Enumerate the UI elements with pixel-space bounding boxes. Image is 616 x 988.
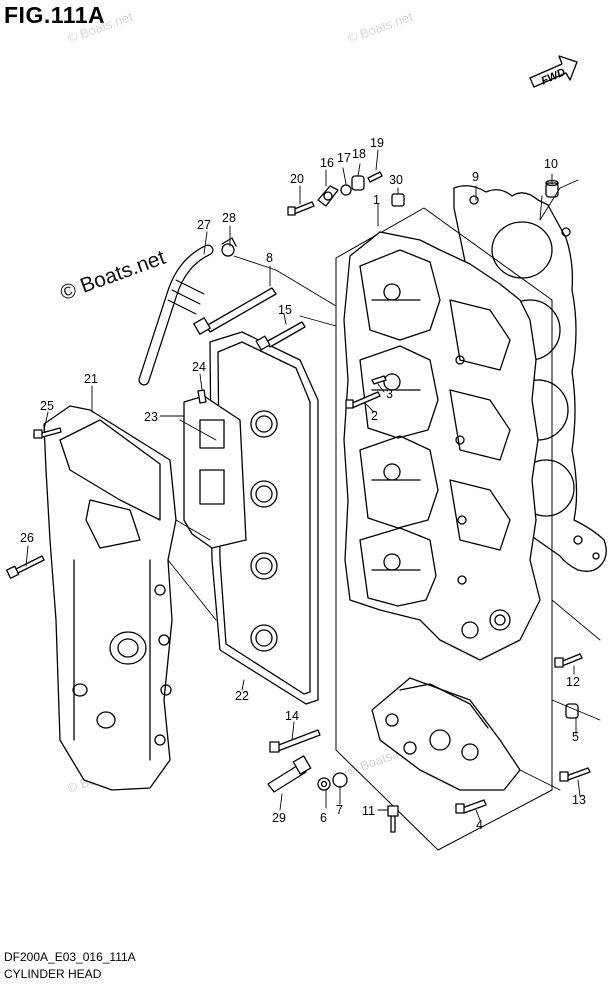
callout-26: 26 xyxy=(20,531,34,545)
bolt-13 xyxy=(559,767,591,782)
callout-7: 7 xyxy=(336,803,343,817)
callout-1: 1 xyxy=(373,193,380,207)
callout-30: 30 xyxy=(389,173,403,187)
callout-20: 20 xyxy=(290,172,304,186)
callout-8: 8 xyxy=(266,251,273,265)
callout-29: 29 xyxy=(272,811,286,825)
figure-name: CYLINDER HEAD xyxy=(4,967,102,981)
sensor-bracket xyxy=(317,185,339,207)
dowel-pin xyxy=(545,179,559,198)
bolt-24 xyxy=(197,389,207,404)
washer-6 xyxy=(317,777,331,791)
sensor-18 xyxy=(351,175,365,191)
o-ring-7 xyxy=(332,772,348,788)
callout-22: 22 xyxy=(235,689,249,703)
fwd-arrow-icon: FWD xyxy=(529,55,578,88)
bolt-20 xyxy=(287,201,315,216)
callout-18: 18 xyxy=(352,147,366,161)
pin-30 xyxy=(391,193,405,207)
bolt-12 xyxy=(554,653,583,668)
callout-16: 16 xyxy=(320,156,334,170)
callout-19: 19 xyxy=(370,136,384,150)
bolt-3 xyxy=(371,375,387,385)
bolt-11 xyxy=(387,805,399,833)
callout-13: 13 xyxy=(572,793,586,807)
callout-21: 21 xyxy=(84,372,98,386)
callout-numbers: 1 2 3 4 5 6 7 8 9 10 11 12 13 14 15 16 1… xyxy=(20,136,586,832)
callout-27: 27 xyxy=(197,218,211,232)
bolt-15 xyxy=(255,321,306,351)
callout-2: 2 xyxy=(371,409,378,423)
head-frame xyxy=(335,207,553,851)
fwd-label: FWD xyxy=(539,66,567,87)
bolt-2 xyxy=(345,391,381,409)
model-code: DF200A_E03_016_111A xyxy=(4,950,136,964)
callout-24: 24 xyxy=(192,360,206,374)
callout-9: 9 xyxy=(472,170,479,184)
callout-4: 4 xyxy=(476,818,483,832)
callout-15: 15 xyxy=(278,303,292,317)
callout-6: 6 xyxy=(320,811,327,825)
bolt-4 xyxy=(455,799,487,814)
bolt-14 xyxy=(269,729,321,753)
callout-11: 11 xyxy=(362,804,375,818)
bolt-8 xyxy=(193,287,277,335)
callout-3: 3 xyxy=(386,387,393,401)
callout-17: 17 xyxy=(337,151,351,165)
o-ring-17 xyxy=(340,184,352,196)
lower-cover xyxy=(371,677,521,791)
callout-28: 28 xyxy=(222,211,236,225)
cylinder-head xyxy=(343,231,541,661)
bolt-19 xyxy=(367,171,383,183)
baffle-plate xyxy=(183,395,247,549)
callout-25: 25 xyxy=(40,399,54,413)
breather-hose xyxy=(138,244,214,386)
figure-title: FIG.111A xyxy=(4,2,106,28)
hose-clamp xyxy=(221,237,237,257)
callout-5: 5 xyxy=(572,730,579,744)
callout-14: 14 xyxy=(285,709,299,723)
head-cover xyxy=(43,405,177,791)
bolt-25 xyxy=(33,427,62,439)
callout-10: 10 xyxy=(544,157,558,171)
callout-23: 23 xyxy=(144,410,158,424)
callout-12: 12 xyxy=(566,675,580,689)
bolt-26 xyxy=(6,555,45,579)
temp-sensor xyxy=(267,755,312,793)
leader-lines xyxy=(25,149,601,821)
